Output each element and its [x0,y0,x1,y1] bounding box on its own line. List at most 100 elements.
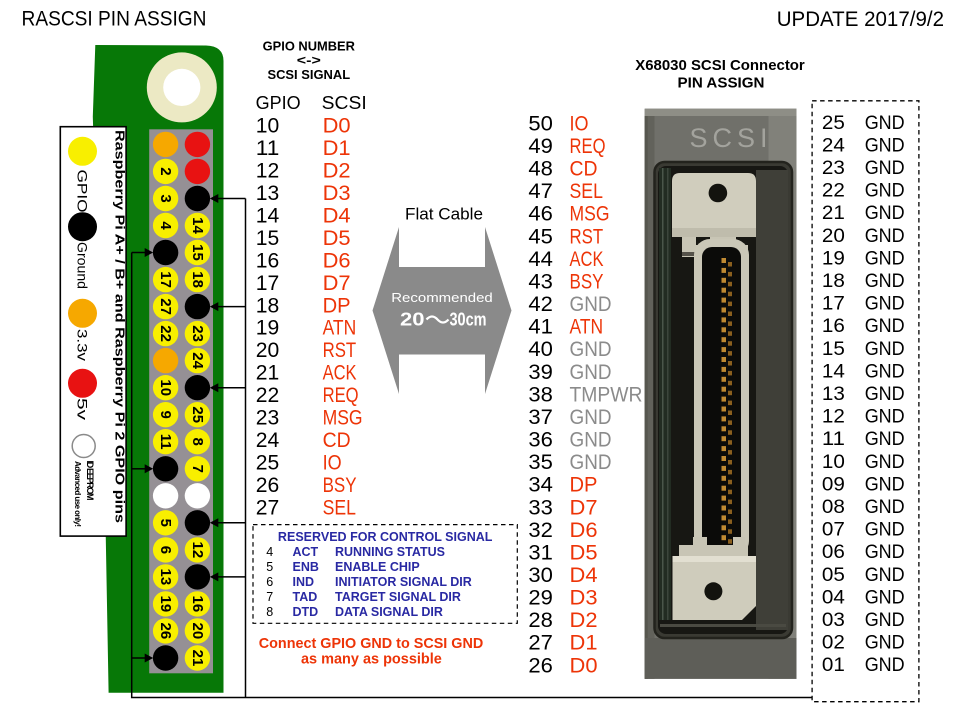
svg-text:30: 30 [528,563,553,587]
svg-text:3.3v: 3.3v [75,329,91,361]
svg-text:GND: GND [865,338,905,360]
svg-text:DP: DP [323,293,351,317]
svg-text:SCSI: SCSI [690,123,773,153]
svg-text:12: 12 [822,406,845,428]
svg-text:13: 13 [822,383,845,405]
svg-text:RASCSI PIN ASSIGN: RASCSI PIN ASSIGN [22,8,207,31]
svg-text:6: 6 [157,546,174,554]
svg-text:06: 06 [822,541,845,563]
svg-text:6: 6 [266,575,273,589]
svg-text:GND: GND [865,247,905,269]
svg-text:D6: D6 [323,248,351,272]
svg-text:30cm: 30cm [450,309,487,330]
svg-text:37: 37 [528,405,553,429]
svg-text:15: 15 [256,226,280,250]
svg-text:IO: IO [570,111,589,135]
svg-text:21: 21 [189,650,206,667]
svg-text:47: 47 [528,179,553,203]
svg-text:RST: RST [570,224,604,248]
svg-text:TARGET SIGNAL DIR: TARGET SIGNAL DIR [335,590,461,604]
svg-text:DP: DP [570,473,598,497]
svg-text:ENB: ENB [293,560,319,574]
svg-text:46: 46 [528,202,553,226]
svg-text:GND: GND [865,383,905,405]
svg-text:11: 11 [822,428,845,450]
svg-text:05: 05 [822,564,845,586]
svg-text:D3: D3 [323,181,351,205]
svg-text:<->: <-> [297,54,321,68]
svg-text:25: 25 [256,451,280,475]
svg-text:42: 42 [528,292,553,316]
svg-text:SEL: SEL [570,179,603,203]
svg-text:21: 21 [822,202,845,224]
svg-text:15: 15 [189,244,206,261]
svg-text:5: 5 [157,519,174,527]
svg-text:33: 33 [528,495,553,519]
svg-text:24: 24 [189,352,206,369]
svg-text:08: 08 [822,496,845,518]
svg-text:41: 41 [528,315,553,339]
svg-text:IND: IND [293,575,315,589]
svg-text:GND: GND [865,541,905,563]
svg-text:GND: GND [570,428,612,452]
svg-text:SCSI: SCSI [322,93,367,113]
svg-text:Raspberry Pi A+ / B+ and Raspb: Raspberry Pi A+ / B+ and Raspberry Pi 2 … [113,130,128,523]
svg-text:REQ: REQ [323,383,359,407]
svg-text:32: 32 [528,518,553,542]
svg-text:SEL: SEL [323,495,356,519]
svg-text:D4: D4 [570,563,598,587]
svg-text:ACT: ACT [293,545,319,559]
svg-text:49: 49 [528,134,553,158]
svg-text:GND: GND [865,180,905,202]
svg-text:27: 27 [528,631,553,655]
svg-text:22: 22 [822,180,845,202]
svg-text:20: 20 [256,338,280,362]
svg-text:24: 24 [822,134,845,156]
svg-text:UPDATE 2017/9/2: UPDATE 2017/9/2 [777,8,944,31]
svg-text:12: 12 [256,158,279,182]
svg-text:Recommended: Recommended [391,290,493,305]
svg-text:GND: GND [865,202,905,224]
svg-text:8: 8 [266,605,273,619]
svg-text:23: 23 [822,157,845,179]
svg-text:Flat Cable: Flat Cable [405,205,483,224]
svg-text:26: 26 [528,653,553,677]
svg-text:26: 26 [157,623,174,640]
svg-text:TAD: TAD [293,590,318,604]
svg-text:35: 35 [528,450,553,474]
svg-text:19: 19 [256,316,279,340]
svg-text:2: 2 [157,167,174,175]
svg-text:48: 48 [528,157,553,181]
svg-text:16: 16 [189,596,206,613]
svg-text:16: 16 [822,315,845,337]
svg-text:D1: D1 [570,631,598,655]
svg-text:BSY: BSY [570,269,604,293]
svg-text:ATN: ATN [570,315,604,339]
svg-text:TMPWR: TMPWR [570,382,643,406]
svg-text:10: 10 [157,379,174,396]
svg-text:07: 07 [822,519,845,541]
svg-text:MSG: MSG [570,202,610,226]
svg-text:18: 18 [822,270,845,292]
svg-text:ACK: ACK [570,247,604,271]
svg-text:GND: GND [865,473,905,495]
svg-text:GND: GND [570,337,612,361]
svg-text:D6: D6 [570,518,598,542]
svg-text:24: 24 [256,428,280,452]
svg-text:26: 26 [256,473,280,497]
svg-text:20: 20 [189,623,206,640]
svg-text:GND: GND [865,112,905,134]
svg-text:INITIATOR SIGNAL DIR: INITIATOR SIGNAL DIR [335,575,472,589]
svg-text:28: 28 [528,608,553,632]
svg-text:D5: D5 [570,540,598,564]
svg-text:10: 10 [822,451,845,473]
svg-text:17: 17 [822,293,845,315]
svg-text:20: 20 [822,225,845,247]
svg-text:14: 14 [822,360,845,382]
svg-text:02: 02 [822,632,845,654]
svg-text:50: 50 [528,111,553,135]
svg-text:01: 01 [822,654,845,676]
svg-text:13: 13 [157,569,174,586]
svg-text:12: 12 [189,542,206,559]
svg-text:ENABLE CHIP: ENABLE CHIP [335,560,420,574]
